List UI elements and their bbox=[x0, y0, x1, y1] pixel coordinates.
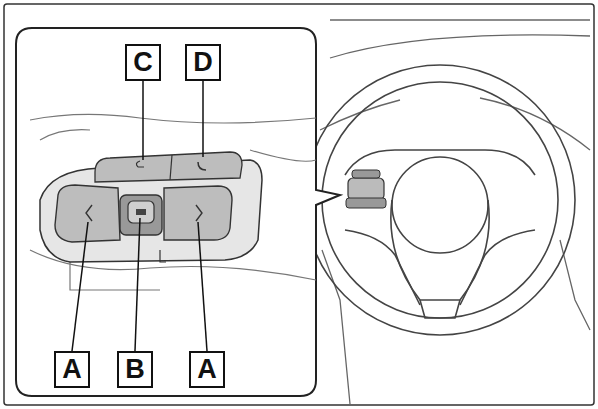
wheel-switch-cluster bbox=[346, 170, 386, 208]
callout-box: A bbox=[189, 351, 225, 388]
callout-letter: D bbox=[193, 49, 213, 76]
callout-box: D bbox=[185, 44, 221, 81]
switch-panel bbox=[40, 152, 262, 262]
callout-letter: C bbox=[133, 49, 153, 76]
callout-box: A bbox=[54, 351, 90, 388]
inset-panel bbox=[16, 28, 340, 396]
callout-letter: B bbox=[125, 356, 145, 383]
callout-letter: A bbox=[62, 356, 82, 383]
dashboard bbox=[280, 20, 590, 404]
callout-box: B bbox=[117, 351, 153, 388]
callout-box: C bbox=[125, 44, 161, 81]
leader-lines bbox=[72, 80, 207, 351]
steering-wheel bbox=[305, 65, 575, 335]
inset-wheel-detail bbox=[30, 114, 316, 290]
outer-frame bbox=[4, 4, 594, 405]
callout-letter: A bbox=[197, 356, 217, 383]
